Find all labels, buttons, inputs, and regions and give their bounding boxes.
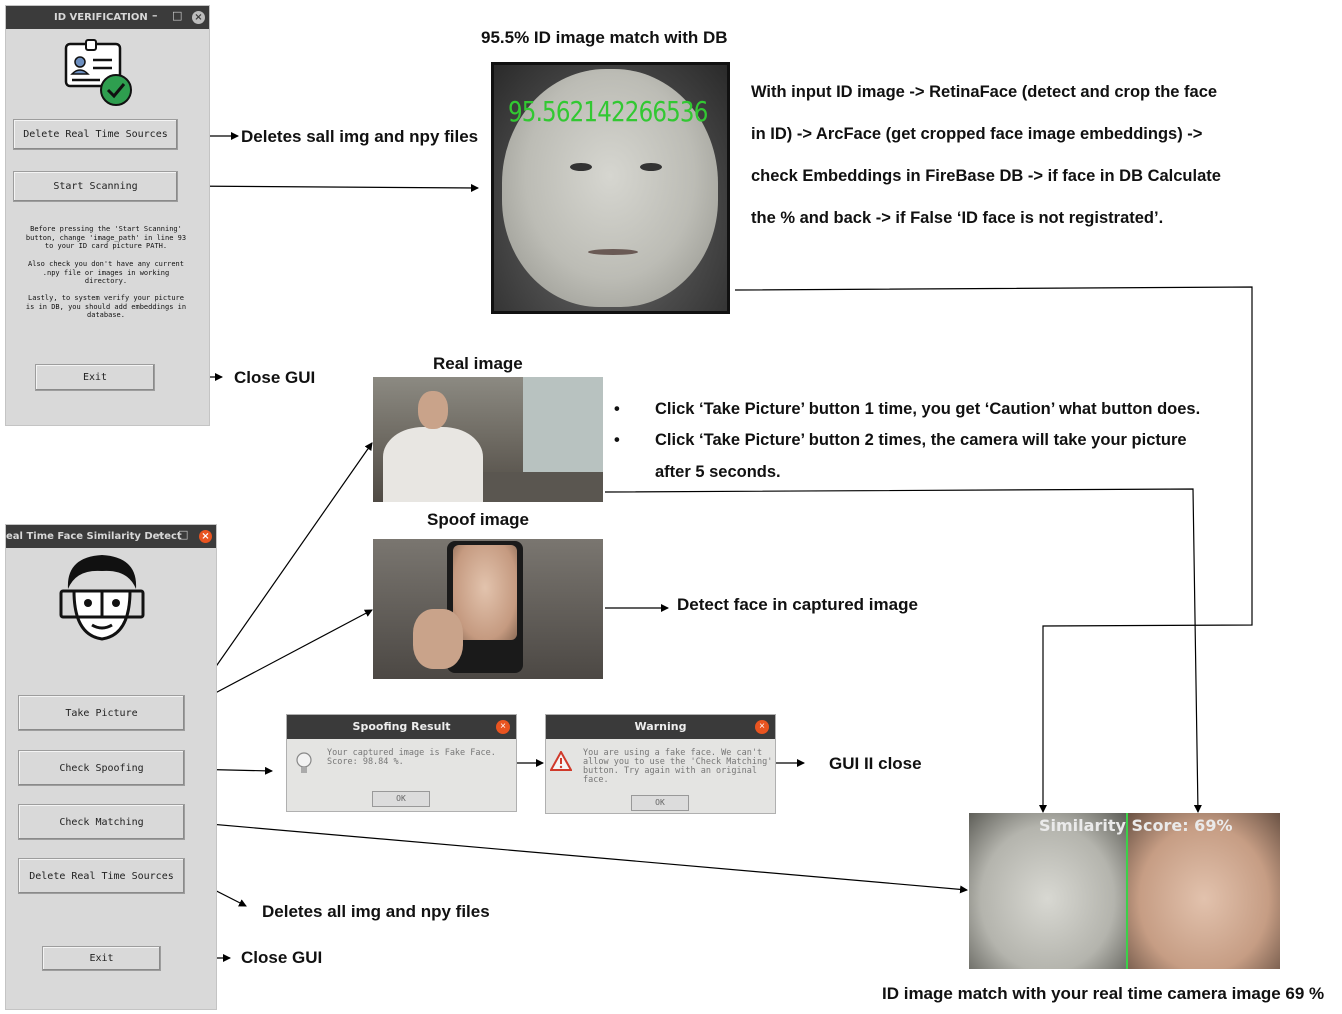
dialog-title: Spoofing Result xyxy=(287,715,516,739)
take-picture-note-3: after 5 seconds. xyxy=(655,463,781,481)
instruction-text-3: Lastly, to system verify your picture is… xyxy=(25,294,187,319)
real-image-photo xyxy=(373,377,603,502)
id-face-crop-image: 95.562142266536 xyxy=(491,62,730,314)
pipeline-desc-line-2: in ID) -> ArcFace (get cropped face imag… xyxy=(751,125,1203,143)
close-icon[interactable]: × xyxy=(192,11,205,24)
gui-close-annotation: GUI II close xyxy=(829,754,922,773)
mouth xyxy=(588,249,638,255)
exit-button[interactable]: Exit xyxy=(35,364,155,391)
eye-right xyxy=(640,163,662,171)
dialog-title: Warning xyxy=(546,715,775,739)
take-picture-note-2: Click ‘Take Picture’ button 2 times, the… xyxy=(655,431,1187,449)
minimize-icon[interactable]: – xyxy=(152,9,158,22)
exit-button[interactable]: Exit xyxy=(42,946,161,971)
check-spoofing-button[interactable]: Check Spoofing xyxy=(18,750,185,786)
warning-dialog: Warning × You are using a fake face. We … xyxy=(545,714,776,814)
phone-face xyxy=(453,545,517,640)
dialog-message: You are using a fake face. We can't allo… xyxy=(583,748,773,785)
ok-button[interactable]: OK xyxy=(631,795,689,811)
similarity-result-image: Similarity Score: 69% xyxy=(969,813,1280,969)
close-gui-annotation: Close GUI xyxy=(241,948,323,967)
check-matching-button[interactable]: Check Matching xyxy=(18,804,185,840)
id-match-title: 95.5% ID image match with DB xyxy=(481,28,728,47)
delete-annotation: Deletes all img and npy files xyxy=(262,902,490,921)
eye-left xyxy=(570,163,592,171)
final-match-caption: ID image match with your real time camer… xyxy=(882,984,1325,1003)
warning-triangle-icon xyxy=(549,749,573,771)
face-similarity-window: eal Time Face Similarity Detect – □ × Ta… xyxy=(5,524,217,1010)
instruction-text-2: Also check you don't have any current .n… xyxy=(28,260,184,285)
pipeline-desc-line-1: With input ID image -> RetinaFace (detec… xyxy=(751,83,1218,101)
hand xyxy=(413,609,463,669)
close-icon[interactable]: × xyxy=(755,720,769,734)
dialog-message: Your captured image is Fake Face. Score:… xyxy=(327,748,496,767)
ok-button[interactable]: OK xyxy=(372,791,430,807)
window-titlebar: ID VERIFICATION – □ × xyxy=(6,6,209,29)
bullet-icon: • xyxy=(614,431,620,449)
pipeline-desc-line-3: check Embeddings in FireBase DB -> if fa… xyxy=(751,167,1221,185)
spoofing-result-dialog: Spoofing Result × Your captured image is… xyxy=(286,714,517,812)
close-gui-annotation: Close GUI xyxy=(234,368,316,387)
window-title: ID VERIFICATION xyxy=(54,12,148,23)
take-picture-button[interactable]: Take Picture xyxy=(18,695,185,731)
bullet-icon: • xyxy=(614,400,620,418)
delete-real-time-sources-button[interactable]: Delete Real Time Sources xyxy=(18,858,185,894)
person-head xyxy=(418,391,448,429)
delete-real-time-sources-button[interactable]: Delete Real Time Sources xyxy=(13,119,178,150)
window-title: eal Time Face Similarity Detect xyxy=(6,531,182,542)
minimize-icon[interactable]: – xyxy=(158,528,164,541)
similarity-score-overlay: Similarity Score: 69% xyxy=(1039,816,1233,835)
delete-annotation: Deletes sall img and npy files xyxy=(241,127,479,146)
start-scanning-button[interactable]: Start Scanning xyxy=(13,171,178,202)
id-face-half xyxy=(969,813,1128,969)
maximize-icon[interactable]: □ xyxy=(172,9,183,22)
face-image xyxy=(502,69,718,307)
face-scan-icon xyxy=(58,551,148,641)
close-icon[interactable]: × xyxy=(496,720,510,734)
instruction-text-1: Before pressing the 'Start Scanning' but… xyxy=(25,225,187,250)
person-body xyxy=(383,427,483,502)
detect-face-annotation: Detect face in captured image xyxy=(677,595,918,614)
spoof-image-photo xyxy=(373,539,603,679)
pipeline-desc-line-4: the % and back -> if False ‘ID face is n… xyxy=(751,209,1164,227)
take-picture-note-1: Click ‘Take Picture’ button 1 time, you … xyxy=(655,400,1201,418)
maximize-icon[interactable]: □ xyxy=(178,528,189,541)
close-icon[interactable]: × xyxy=(199,530,212,543)
id-card-check-icon xyxy=(60,38,140,108)
desk xyxy=(483,472,603,502)
lightbulb-icon xyxy=(295,751,313,777)
window-titlebar: eal Time Face Similarity Detect – □ × xyxy=(6,525,216,548)
real-image-label: Real image xyxy=(433,354,523,373)
id-match-score-overlay: 95.562142266536 xyxy=(508,95,708,128)
spoof-image-label: Spoof image xyxy=(427,510,530,529)
id-verification-window: ID VERIFICATION – □ × Delete Real Time S… xyxy=(5,5,210,426)
camera-face-half xyxy=(1128,813,1280,969)
